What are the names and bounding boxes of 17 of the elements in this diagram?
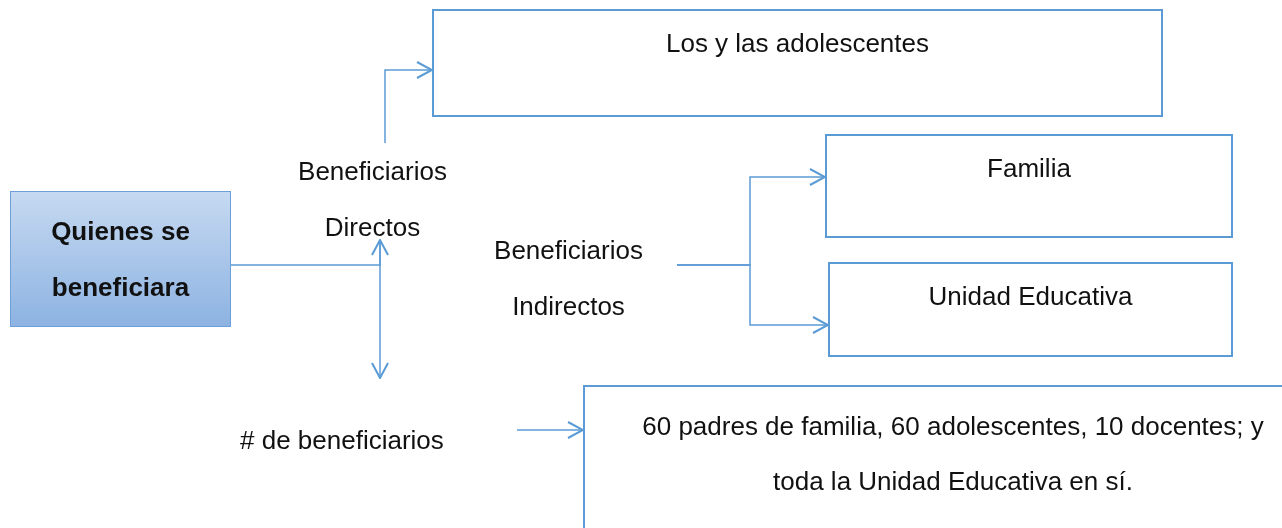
result-box	[583, 385, 1282, 528]
arrow	[384, 61, 433, 144]
box-text: Familia	[987, 152, 1071, 185]
result-box	[828, 262, 1233, 357]
branch-label: Beneficiarios Directos	[297, 155, 448, 244]
box-text: Quienes se beneficiara	[50, 215, 191, 304]
result-box	[825, 134, 1233, 238]
branch-label: # de beneficiarios	[240, 424, 444, 457]
box-text: Los y las adolescentes	[665, 27, 929, 60]
arrow	[516, 421, 584, 439]
result-box	[432, 9, 1163, 117]
box-text: Unidad Educativa	[928, 280, 1133, 313]
box-text: 60 padres de familia, 60 adolescentes, 10 docentes; y toda la Unidad Educativa en sí.	[641, 410, 1265, 498]
start-box	[10, 191, 231, 327]
arrow	[676, 264, 829, 334]
branch-label: Beneficiarios Indirectos	[493, 234, 644, 323]
arrow	[371, 239, 389, 379]
